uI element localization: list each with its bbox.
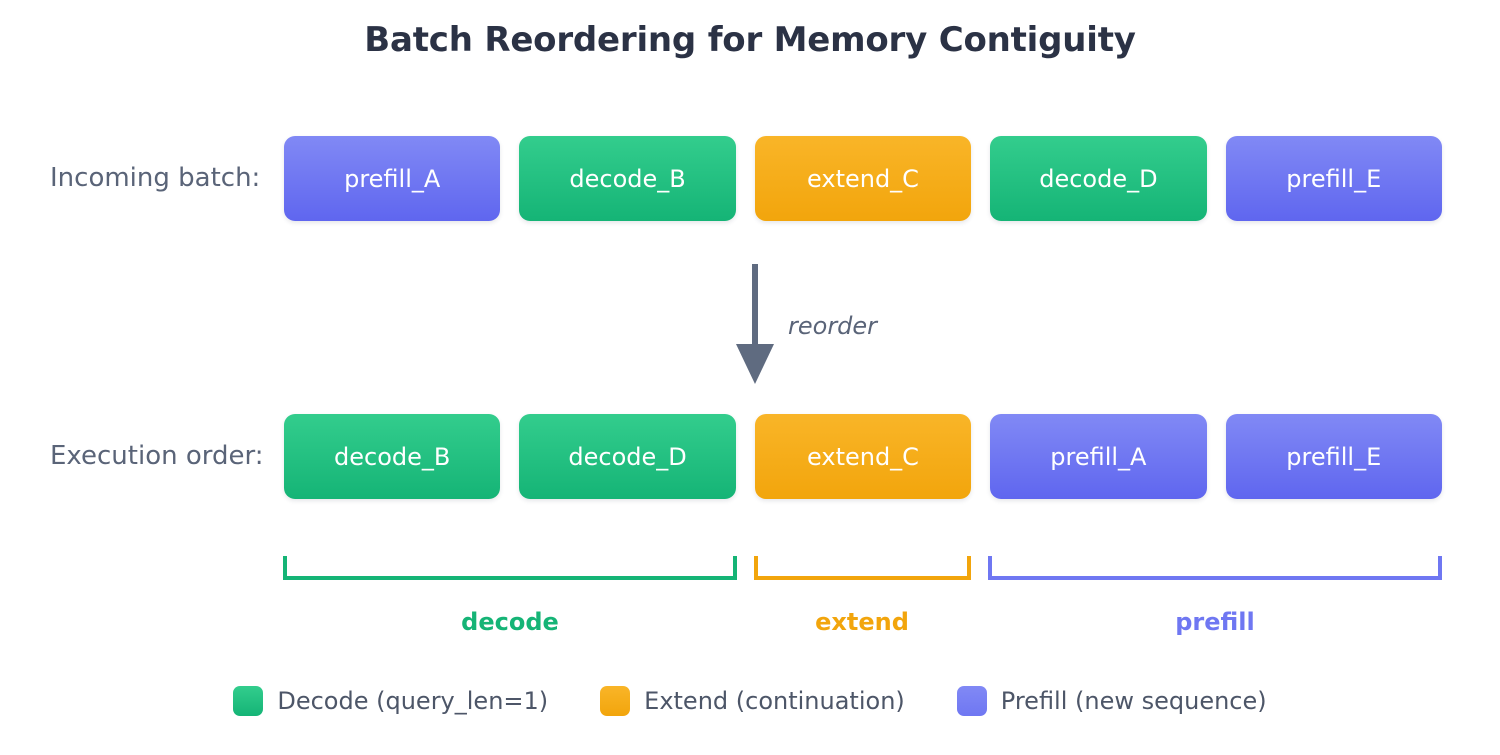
block-decode_b[interactable]: decode_B bbox=[519, 136, 736, 221]
legend-item-extend: Extend (continuation) bbox=[600, 686, 905, 716]
reorder-label: reorder bbox=[788, 312, 878, 340]
legend: Decode (query_len=1) Extend (continuation… bbox=[0, 686, 1500, 716]
group-label-prefill: prefill bbox=[1175, 608, 1255, 636]
block-decode_d[interactable]: decode_D bbox=[990, 136, 1207, 221]
bracket-decode bbox=[283, 556, 737, 580]
bracket-extend bbox=[754, 556, 971, 580]
legend-label-prefill: Prefill (new sequence) bbox=[1000, 687, 1267, 715]
group-brackets bbox=[0, 556, 1500, 596]
block-extend_c[interactable]: extend_C bbox=[754, 136, 972, 221]
incoming-batch-label: Incoming batch: bbox=[50, 163, 261, 193]
legend-label-decode: Decode (query_len=1) bbox=[277, 687, 549, 715]
arrow-down-icon bbox=[736, 264, 774, 384]
block-prefill_a[interactable]: prefill_A bbox=[990, 414, 1207, 499]
execution-order-label: Execution order: bbox=[50, 441, 264, 471]
block-extend_c[interactable]: extend_C bbox=[754, 414, 972, 499]
legend-item-decode: Decode (query_len=1) bbox=[233, 686, 548, 716]
block-decode_b[interactable]: decode_B bbox=[284, 414, 501, 499]
legend-swatch-decode-icon bbox=[233, 686, 264, 716]
block-prefill_a[interactable]: prefill_A bbox=[284, 136, 501, 221]
reorder-arrow-group: reorder bbox=[700, 262, 1000, 392]
legend-swatch-prefill-icon bbox=[956, 686, 987, 716]
legend-label-extend: Extend (continuation) bbox=[644, 687, 905, 715]
block-prefill_e[interactable]: prefill_E bbox=[1225, 414, 1442, 499]
page-title: Batch Reordering for Memory Contiguity bbox=[364, 20, 1136, 60]
legend-item-prefill: Prefill (new sequence) bbox=[956, 686, 1267, 716]
block-prefill_e[interactable]: prefill_E bbox=[1225, 136, 1442, 221]
bracket-prefill bbox=[988, 556, 1442, 580]
block-decode_d[interactable]: decode_D bbox=[519, 414, 736, 499]
group-label-decode: decode bbox=[461, 608, 559, 636]
legend-swatch-extend-icon bbox=[600, 686, 631, 716]
group-label-extend: extend bbox=[815, 608, 909, 636]
